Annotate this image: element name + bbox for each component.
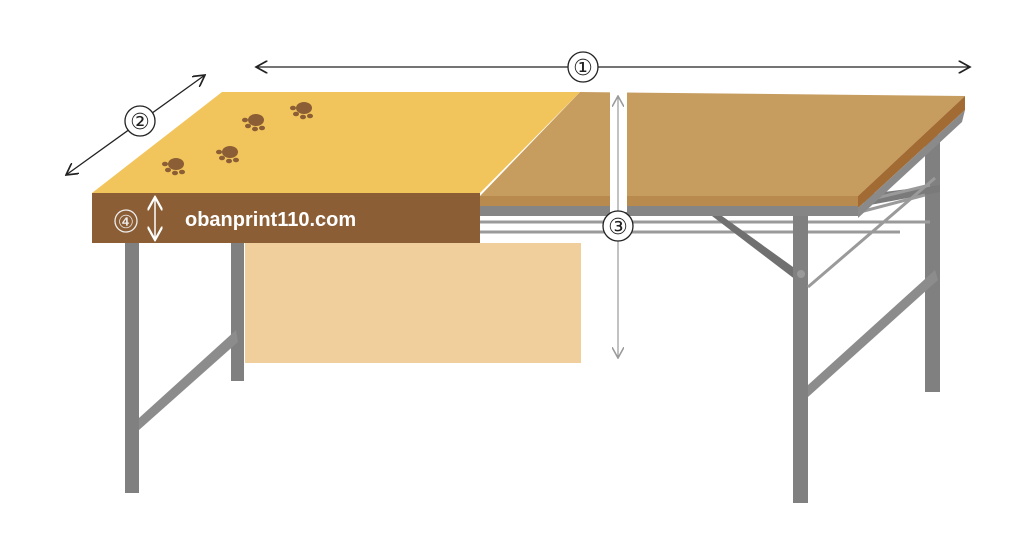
- table-top-left: [92, 92, 580, 193]
- table-frame: [480, 206, 858, 216]
- label-width: ①: [573, 56, 593, 81]
- tablecloth-panel: [245, 243, 581, 363]
- table-front-right: [480, 196, 858, 206]
- table-legs-front-right: [712, 176, 936, 503]
- table-legs-left: [125, 243, 244, 493]
- label-top-thickness: ④: [118, 212, 134, 233]
- label-height: ③: [608, 215, 628, 240]
- table-top-right: [480, 92, 965, 196]
- watermark-text: obanprint110.com: [185, 209, 356, 231]
- label-depth: ②: [130, 110, 150, 135]
- table-side-right: [858, 96, 965, 208]
